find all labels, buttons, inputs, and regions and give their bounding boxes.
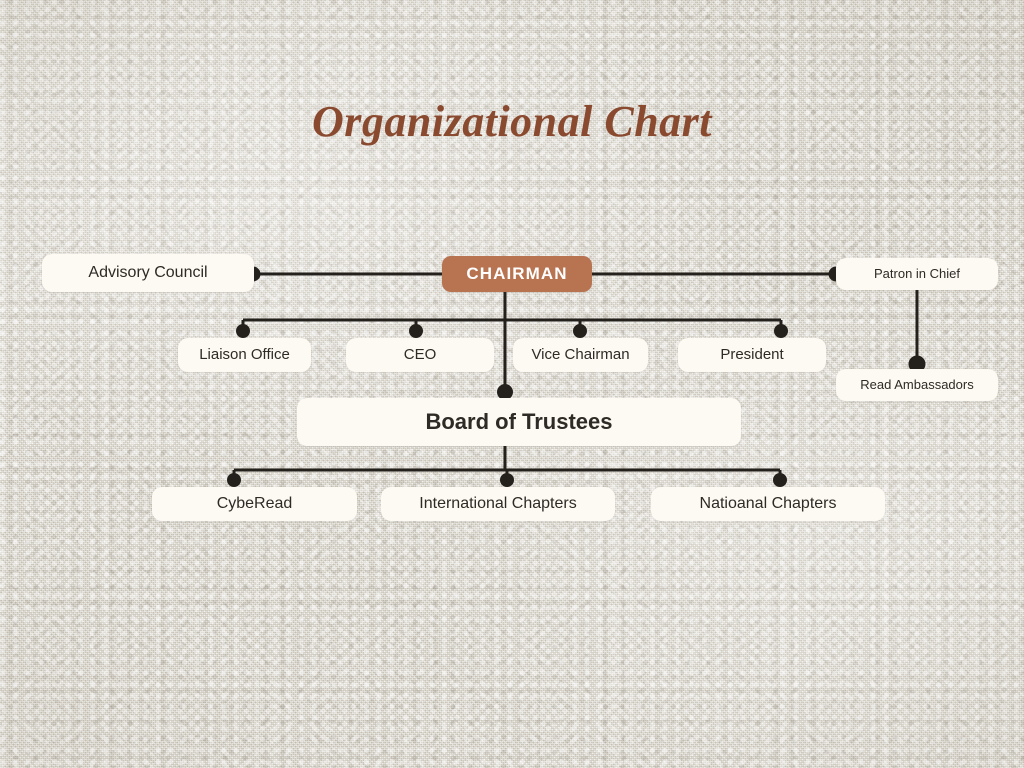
node-board-of-trustees[interactable]: Board of Trustees [297, 398, 741, 446]
node-international-chapters[interactable]: International Chapters [381, 487, 615, 521]
node-national-chapters[interactable]: Natioanal Chapters [651, 487, 885, 521]
node-liaison-office[interactable]: Liaison Office [178, 338, 311, 372]
edge-dot-liaison [236, 324, 250, 338]
page-title: Organizational Chart [311, 97, 713, 146]
edge-dot-trustees [497, 384, 513, 400]
edge-dot-ceo [409, 324, 423, 338]
edge-dot-intlchapters [500, 473, 514, 487]
node-president[interactable]: President [678, 338, 826, 372]
node-patron-in-chief[interactable]: Patron in Chief [836, 258, 998, 290]
node-vice-chairman[interactable]: Vice Chairman [513, 338, 648, 372]
node-cyberead[interactable]: CybeRead [152, 487, 357, 521]
node-advisory-council[interactable]: Advisory Council [42, 254, 254, 292]
edge-dot-vicechairman [573, 324, 587, 338]
edge-dot-natlchapters [773, 473, 787, 487]
node-chairman[interactable]: CHAIRMAN [442, 256, 592, 292]
edge-dot-president [774, 324, 788, 338]
edge-dot-cyberead [227, 473, 241, 487]
node-ceo[interactable]: CEO [346, 338, 494, 372]
node-read-ambassadors[interactable]: Read Ambassadors [836, 369, 998, 401]
